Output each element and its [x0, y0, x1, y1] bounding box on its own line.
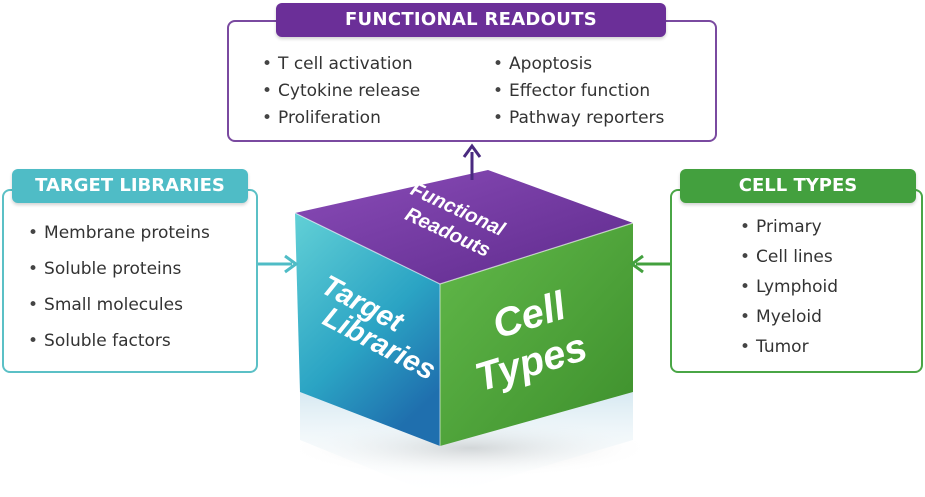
list-item: Primary: [740, 215, 838, 245]
list-item: Tumor: [740, 335, 838, 365]
list-item: Lymphoid: [740, 275, 838, 305]
functional-readouts-list-right: Apoptosis Effector function Pathway repo…: [493, 53, 664, 134]
list-item: Small molecules: [28, 294, 210, 330]
cube-top-face: [295, 170, 633, 284]
list-item: Soluble proteins: [28, 258, 210, 294]
functional-readouts-list-left: T cell activation Cytokine release Proli…: [262, 53, 420, 134]
functional-readouts-title: FUNCTIONAL READOUTS: [276, 3, 666, 37]
cube-right-face: [440, 223, 633, 446]
list-item: Effector function: [493, 80, 664, 107]
cube-left-face: [295, 213, 440, 446]
list-item: Cytokine release: [262, 80, 420, 107]
list-item: Cell lines: [740, 245, 838, 275]
cell-types-title: CELL TYPES: [680, 169, 916, 203]
arrow-to-functional-readouts: [462, 143, 482, 180]
cube-reflection: [300, 392, 633, 497]
list-item: Soluble factors: [28, 330, 210, 366]
arrow-from-target-libraries: [258, 254, 299, 274]
list-item: Proliferation: [262, 107, 420, 134]
list-item: Membrane proteins: [28, 222, 210, 258]
list-item: T cell activation: [262, 53, 420, 80]
list-item: Myeloid: [740, 305, 838, 335]
target-libraries-list: Membrane proteins Soluble proteins Small…: [28, 222, 210, 366]
cell-types-list: Primary Cell lines Lymphoid Myeloid Tumo…: [740, 215, 838, 365]
list-item: Pathway reporters: [493, 107, 664, 134]
list-item: Apoptosis: [493, 53, 664, 80]
arrow-from-cell-types: [629, 254, 670, 274]
target-libraries-title: TARGET LIBRARIES: [12, 169, 248, 203]
